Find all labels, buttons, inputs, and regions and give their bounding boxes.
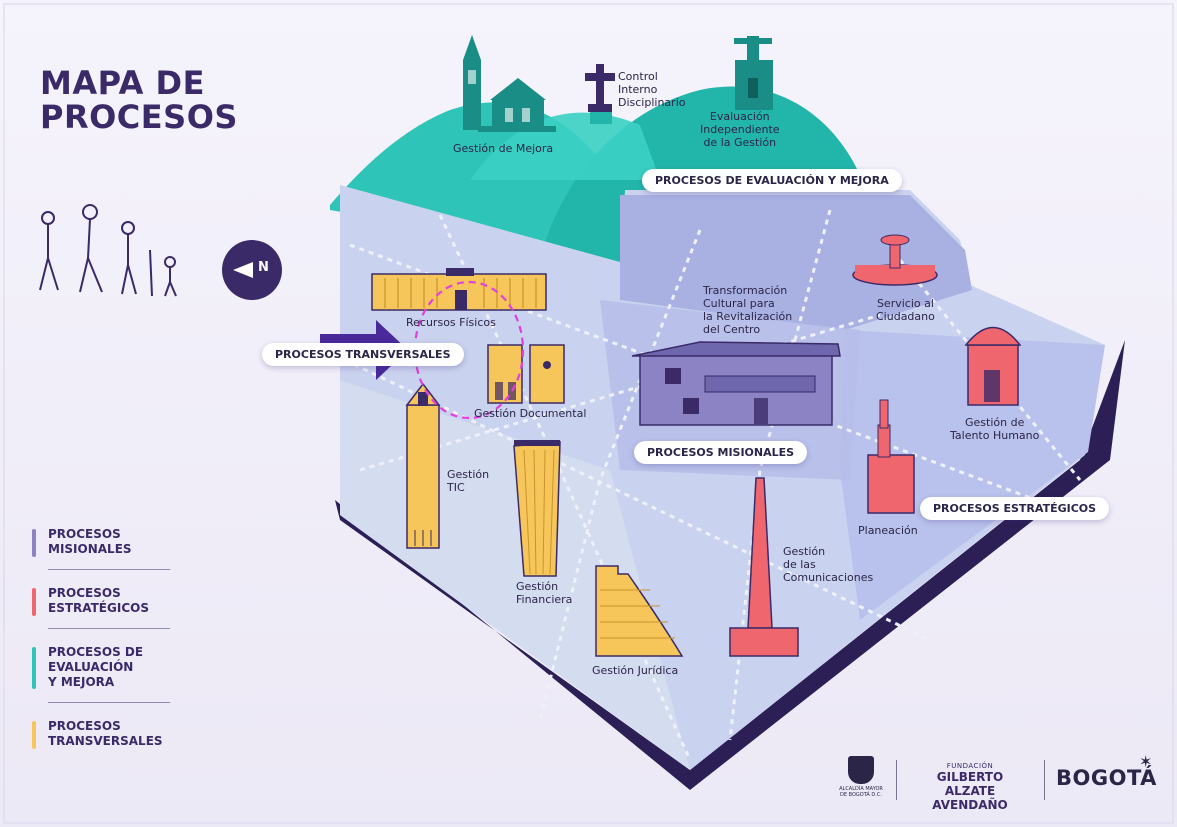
legend-swatch (32, 721, 36, 749)
page-title: MAPA DE PROCESOS (40, 64, 238, 136)
fundacion-logo: FUNDACIÓN GILBERTO ALZATE AVENDAÑO (932, 762, 1008, 812)
cross-monument-icon (585, 64, 615, 112)
label-planeacion: Planeación (858, 524, 918, 537)
pill-evaluacion: PROCESOS DE EVALUACIÓN Y MEJORA (642, 169, 902, 192)
gestion-juridica-building-icon (595, 565, 684, 657)
church-icon (463, 35, 556, 132)
talento-humano-building-icon (964, 326, 1022, 406)
logo-divider (1044, 760, 1045, 800)
gestion-tic-tower-icon (405, 382, 441, 549)
highlight-circle-icon (413, 280, 525, 420)
statue-monument-icon (734, 36, 773, 110)
map-base-rim (335, 340, 1125, 790)
legend-swatch (32, 588, 36, 616)
label-gestion-mejora: Gestión de Mejora (453, 142, 554, 155)
pill-misionales: PROCESOS MISIONALES (634, 441, 808, 464)
legend-divider (48, 702, 170, 703)
recursos-fisicos-building-icon (371, 268, 547, 311)
label-gestion-documental: Gestión Documental (474, 407, 587, 420)
label-recursos-fisicos: Recursos Físicos (406, 316, 496, 329)
pill-estrategicos: PROCESOS ESTRATÉGICOS (920, 497, 1110, 520)
fountain-icon (852, 234, 938, 286)
page-frame (3, 3, 1174, 824)
gestion-documental-building-icon (487, 344, 565, 404)
compass-letter: N (258, 260, 269, 275)
compass-arrow-icon: N (222, 240, 282, 300)
zone-evaluacion (620, 195, 972, 330)
star-icon: ✶ (1139, 754, 1153, 771)
pill-transversales: PROCESOS TRANSVERSALES (262, 343, 464, 366)
hill-middle (470, 112, 660, 180)
legend-swatch (32, 647, 36, 689)
walking-family-icon (39, 204, 177, 297)
logo-divider (896, 760, 897, 800)
compass-pointer (233, 262, 253, 278)
legend-swatch (32, 529, 36, 557)
legend-divider (48, 628, 170, 629)
obelisk-icon (729, 477, 799, 657)
colonial-house-icon (631, 341, 841, 426)
gestion-financiera-building-icon (513, 440, 561, 577)
planeacion-statue-icon (867, 399, 915, 514)
label-gestion-juridica: Gestión Jurídica (592, 664, 679, 677)
legend-divider (48, 569, 170, 570)
shield-icon (848, 756, 874, 784)
bogota-logo: BOGOTÁ (1056, 766, 1157, 790)
